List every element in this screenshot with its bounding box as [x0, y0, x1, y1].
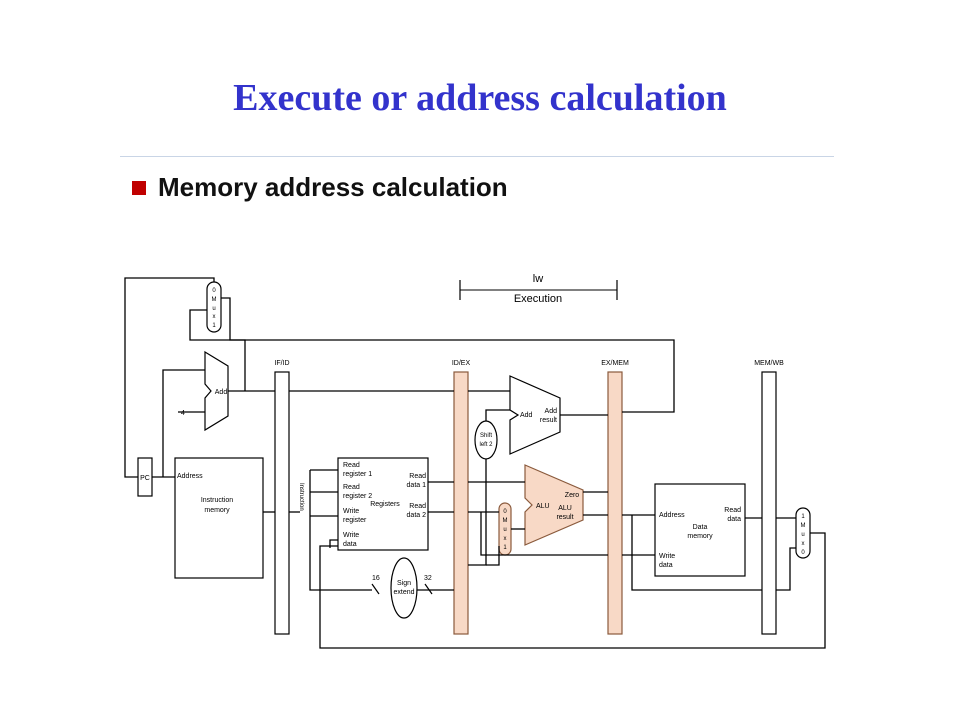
svg-text:Write: Write — [343, 532, 359, 539]
register-file: Read register 1 Read register 2 Write re… — [337, 457, 429, 551]
sign-extend: Sign extend 16 32 — [371, 557, 433, 619]
svg-text:register 1: register 1 — [343, 471, 372, 478]
pipeline-register-exmem: EX/MEM — [601, 360, 629, 635]
svg-text:Shift: Shift — [480, 433, 492, 439]
data-memory: Address Read data Data memory Write data — [654, 483, 746, 577]
svg-text:1: 1 — [801, 514, 805, 520]
svg-text:0: 0 — [212, 288, 216, 294]
svg-text:Add: Add — [215, 389, 228, 396]
bullet-item: Memory address calculation — [132, 172, 508, 203]
constant-four: 4 — [181, 410, 185, 417]
svg-text:data: data — [343, 541, 357, 548]
svg-text:data: data — [659, 562, 673, 569]
svg-text:EX/MEM: EX/MEM — [601, 360, 629, 367]
svg-text:Read: Read — [409, 473, 426, 480]
svg-text:Read: Read — [343, 484, 360, 491]
pipeline-register-memwb: MEM/WB — [754, 360, 784, 635]
svg-text:ALU: ALU — [536, 503, 550, 510]
bullet-text: Memory address calculation — [158, 172, 508, 202]
program-counter: PC — [137, 457, 153, 497]
svg-text:data 2: data 2 — [407, 512, 427, 519]
svg-text:Write: Write — [343, 508, 359, 515]
svg-text:left 2: left 2 — [479, 442, 493, 448]
svg-text:extend: extend — [393, 589, 414, 596]
svg-text:1: 1 — [212, 323, 216, 329]
svg-text:result: result — [556, 514, 573, 521]
pipeline-register-idex: ID/EX — [452, 360, 471, 635]
svg-text:PC: PC — [140, 475, 150, 482]
svg-text:memory: memory — [204, 507, 230, 514]
svg-text:Instruction: Instruction — [201, 497, 233, 504]
svg-text:M: M — [503, 518, 508, 524]
svg-text:Add: Add — [520, 412, 533, 419]
svg-text:0: 0 — [503, 509, 507, 515]
svg-text:M: M — [801, 523, 806, 529]
bracket-top-label: lw — [533, 273, 543, 285]
svg-text:Read: Read — [343, 462, 360, 469]
svg-text:Write: Write — [659, 553, 675, 560]
svg-text:memory: memory — [687, 533, 713, 540]
pipeline-register-ifid: IF/ID — [274, 360, 290, 635]
svg-text:register 2: register 2 — [343, 493, 372, 500]
pc-adder: Add 4 — [181, 350, 229, 432]
svg-text:Data: Data — [693, 524, 708, 531]
svg-text:Sign: Sign — [397, 580, 411, 587]
svg-text:data 1: data 1 — [407, 482, 427, 489]
svg-text:IF/ID: IF/ID — [274, 360, 289, 367]
svg-text:ALU: ALU — [558, 505, 572, 512]
svg-text:Address: Address — [659, 512, 685, 519]
svg-text:Read: Read — [724, 507, 741, 514]
alu: ALU Zero ALU result — [524, 464, 584, 546]
svg-text:Add: Add — [545, 408, 558, 415]
title-divider — [120, 156, 834, 157]
svg-text:32: 32 — [424, 575, 432, 582]
branch-adder: Add Add result — [509, 375, 561, 455]
svg-text:Zero: Zero — [565, 492, 580, 499]
svg-text:1: 1 — [503, 545, 507, 551]
svg-text:register: register — [343, 517, 367, 524]
slide-title: Execute or address calculation — [233, 77, 727, 119]
svg-text:0: 0 — [801, 550, 805, 556]
pc-mux: 0 M u x 1 — [206, 281, 222, 333]
svg-text:MEM/WB: MEM/WB — [754, 360, 784, 367]
svg-text:x: x — [802, 541, 805, 547]
instruction-label: Instruction — [298, 483, 304, 511]
svg-text:M: M — [212, 297, 217, 303]
svg-text:data: data — [727, 516, 741, 523]
svg-text:result: result — [540, 417, 557, 424]
svg-text:x: x — [504, 536, 507, 542]
svg-text:u: u — [503, 527, 506, 533]
bullet-square-icon — [132, 180, 146, 195]
svg-text:Read: Read — [409, 503, 426, 510]
svg-text:Registers: Registers — [370, 501, 400, 508]
datapath-wires — [124, 277, 826, 649]
svg-text:u: u — [212, 306, 215, 312]
svg-text:u: u — [801, 532, 804, 538]
stage-bracket: lw Execution — [459, 273, 618, 305]
alu-mux: 0 M u x 1 — [498, 502, 512, 556]
svg-text:x: x — [213, 314, 216, 320]
svg-text:16: 16 — [372, 575, 380, 582]
svg-text:Address: Address — [177, 473, 203, 480]
bracket-bottom-label: Execution — [514, 293, 562, 305]
shift-left-2: Shift left 2 — [474, 420, 498, 460]
instruction-memory: Address Instruction memory — [174, 457, 264, 579]
writeback-mux: 1 M u x 0 — [795, 507, 811, 559]
svg-text:ID/EX: ID/EX — [452, 360, 471, 367]
